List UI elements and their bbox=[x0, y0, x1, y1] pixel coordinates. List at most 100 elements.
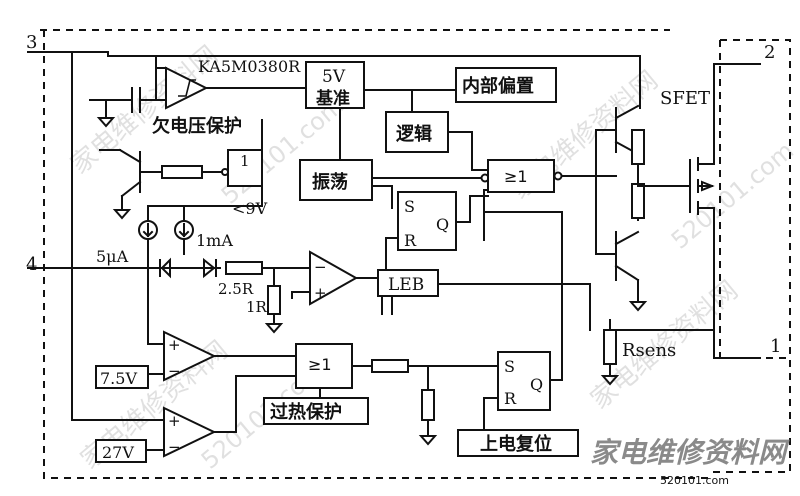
ground-icon bbox=[418, 435, 438, 446]
comparator-minus: − bbox=[168, 362, 181, 380]
sr-r: R bbox=[404, 231, 417, 250]
ref-5v-text: 5V bbox=[322, 67, 346, 87]
sr-q: Q bbox=[530, 375, 543, 394]
thermal-protection-block bbox=[263, 397, 369, 425]
logic-text: 逻辑 bbox=[396, 123, 432, 145]
pwm-comparator bbox=[309, 250, 359, 306]
internal-bias-text: 内部偏置 bbox=[462, 75, 534, 97]
i5ua-label: 5μA bbox=[96, 247, 129, 266]
comparator-7-5v bbox=[163, 330, 217, 382]
uvlo-transistor bbox=[118, 148, 142, 198]
current-arrow-icon bbox=[142, 223, 190, 238]
comparator-plus: + bbox=[168, 412, 181, 430]
oscillator-block bbox=[299, 159, 373, 201]
schmitt-symbol bbox=[178, 79, 196, 97]
leb-capacitor bbox=[381, 295, 393, 315]
or-gate bbox=[487, 159, 555, 193]
sr-q: Q bbox=[436, 215, 449, 234]
r1-label: 1R bbox=[246, 298, 268, 316]
pin-4-label: 4 bbox=[26, 254, 37, 275]
sfet-mosfet bbox=[689, 157, 699, 215]
gate-one-label: 1 bbox=[240, 152, 250, 170]
wire bbox=[447, 131, 489, 171]
comparator-27v bbox=[163, 406, 217, 458]
wire bbox=[483, 211, 563, 381]
comparator-minus: − bbox=[314, 258, 327, 276]
power-on-reset-text: 上电复位 bbox=[480, 433, 552, 455]
or-gate-label: ≥1 bbox=[308, 355, 332, 374]
chip-name: KA5M0380R bbox=[198, 57, 301, 76]
wire bbox=[385, 237, 399, 269]
resistor-1r bbox=[267, 285, 281, 315]
chip-boundary bbox=[43, 30, 708, 479]
sfet-arrow-icon bbox=[701, 180, 715, 192]
comparator-minus: − bbox=[168, 438, 181, 456]
ground-icon bbox=[112, 209, 132, 220]
wire bbox=[147, 185, 263, 207]
wire bbox=[483, 397, 499, 431]
ref-7-5v-text: 7.5V bbox=[100, 369, 137, 388]
thermal-protection-text: 过热保护 bbox=[270, 401, 342, 423]
wire bbox=[371, 185, 393, 209]
ground-icon bbox=[96, 117, 116, 128]
uvlo-comparator bbox=[165, 66, 209, 110]
diode bbox=[203, 257, 217, 279]
wire bbox=[147, 267, 165, 345]
wire bbox=[291, 291, 311, 299]
ground-icon bbox=[628, 301, 648, 312]
i1ma-label: 1mA bbox=[196, 231, 233, 250]
inverter-bubble bbox=[553, 171, 563, 181]
comparator-plus: + bbox=[314, 284, 327, 302]
wire bbox=[213, 375, 297, 433]
wire bbox=[147, 205, 185, 269]
power-on-reset-block bbox=[457, 429, 579, 457]
resistor bbox=[421, 389, 435, 421]
diode bbox=[159, 257, 171, 279]
r25-label: 2.5R bbox=[218, 280, 254, 298]
chip-boundary bbox=[708, 39, 791, 473]
ref-27v-text: 27V bbox=[102, 443, 134, 462]
site-watermark: 家电维修资料网 bbox=[590, 436, 790, 469]
sfet-wires bbox=[697, 63, 761, 331]
driver-transistor-bottom bbox=[614, 230, 640, 282]
pin-1-label: 1 bbox=[770, 336, 781, 357]
sfet-label: SFET bbox=[660, 88, 710, 109]
ref-5v-block bbox=[305, 61, 365, 109]
sr-latch-pwm bbox=[397, 191, 457, 251]
resistor bbox=[631, 129, 645, 165]
wire bbox=[455, 195, 489, 223]
ref-5v-text: 基准 bbox=[315, 88, 350, 109]
resistor bbox=[371, 359, 409, 373]
wire bbox=[437, 283, 591, 331]
wire bbox=[713, 329, 761, 359]
wire bbox=[155, 67, 167, 101]
rsens-label: Rsens bbox=[622, 340, 676, 361]
internal-bias-block bbox=[455, 67, 557, 103]
site-watermark-url: 520101.com bbox=[660, 474, 729, 487]
resistor-2-5r bbox=[225, 261, 263, 275]
wire bbox=[483, 189, 489, 241]
sr-r: R bbox=[504, 389, 517, 408]
leb-block bbox=[377, 269, 439, 297]
watermark-text: 520101.com bbox=[666, 136, 799, 254]
vcc-rail bbox=[71, 51, 166, 421]
resistor bbox=[161, 165, 203, 179]
uvlo-buffer-gate bbox=[227, 149, 263, 187]
pin-2-label: 2 bbox=[764, 42, 775, 63]
resistor bbox=[631, 183, 645, 219]
v9-label: <9V bbox=[232, 199, 268, 218]
pin-3-label: 3 bbox=[26, 32, 37, 53]
vcc-top-wire bbox=[107, 51, 641, 91]
capacitor bbox=[89, 87, 157, 113]
uvlo-label: 欠电压保护 bbox=[152, 115, 242, 137]
comparator-plus: + bbox=[168, 336, 181, 354]
wire bbox=[99, 149, 123, 211]
ground-icon bbox=[264, 323, 284, 334]
leb-text: LEB bbox=[388, 275, 424, 295]
or-gate-label: ≥1 bbox=[504, 167, 528, 186]
sr-s: S bbox=[404, 197, 415, 216]
rsens-resistor bbox=[603, 329, 617, 365]
ref-7-5v bbox=[95, 365, 149, 389]
